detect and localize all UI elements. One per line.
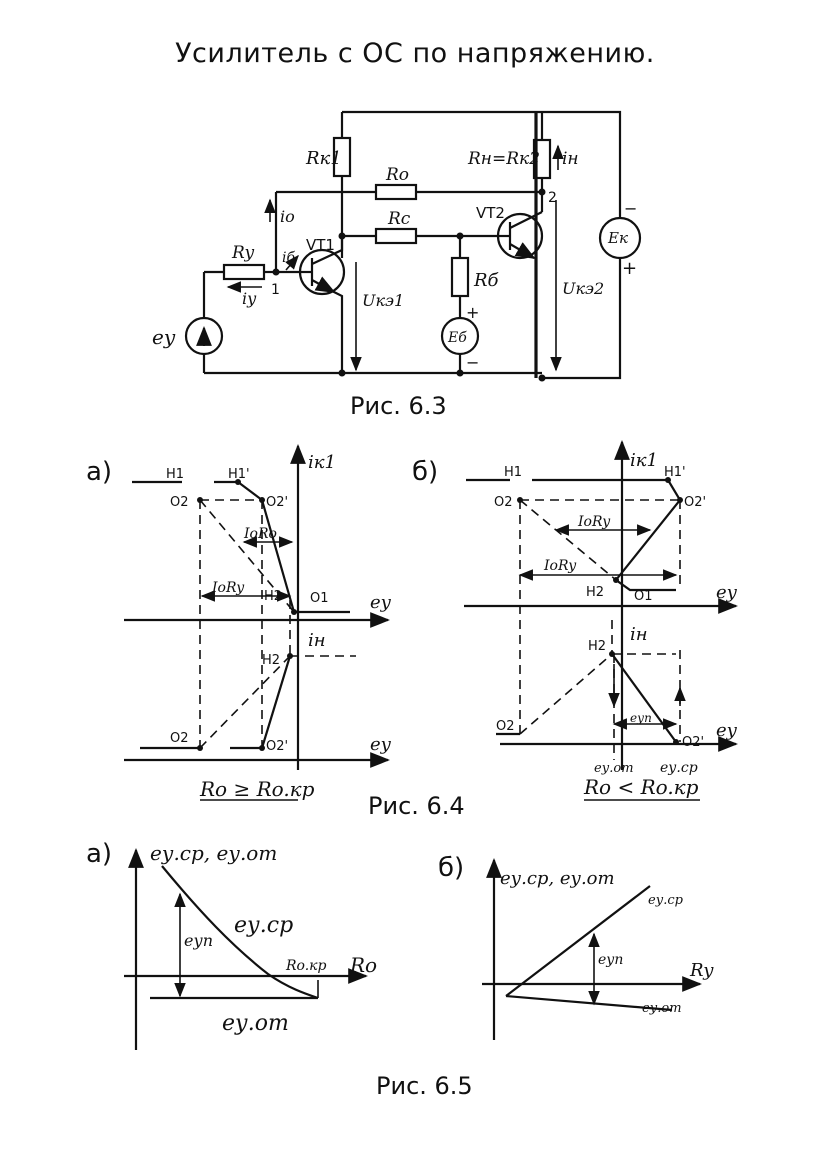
fig64a-o2: O2 [170, 495, 189, 510]
fig64a-h1: H1 [166, 467, 184, 482]
fig64b-o2: O2 [494, 495, 513, 510]
fig64b-o2bp: O2' [682, 735, 704, 750]
label-node2: 2 [548, 190, 557, 206]
fig65a-graph: а) eу.ср, eу.от Ro Ro.кр eуп eу.ср eу.от [86, 839, 377, 1050]
label-vt2: VT2 [476, 204, 505, 222]
fig64b-condition: Ro < Ro.кр [583, 775, 699, 799]
fig64b-iory2: IoRy [543, 558, 577, 574]
fig64b-o2b: O2 [496, 719, 515, 734]
label-uk2: Uкэ2 [562, 279, 604, 298]
fig65b-label: б) [438, 853, 464, 883]
fig65b-eyp: eуп [598, 952, 623, 968]
fig64b-axis-ik1: iк1 [630, 450, 658, 471]
fig64b-iory: IoRy [577, 514, 611, 530]
fig64b-eyot: eу.от [594, 761, 634, 776]
label-eb: Eб [447, 330, 467, 346]
fig64a-h1p: H1' [228, 467, 250, 482]
fig64b-h2: H2 [586, 585, 604, 600]
fig64a-h2: H2 [264, 589, 282, 604]
fig64b-axis-ey: ey [716, 582, 738, 603]
label-ek-plus: + [622, 258, 637, 279]
fig64a-o2b: O2 [170, 731, 189, 746]
caption-fig63: Рис. 6.3 [350, 392, 447, 420]
fig65a-eyot: eу.от [222, 1011, 289, 1036]
fig65b-xaxis: Ry [689, 960, 714, 981]
fig65b-yaxis: eу.ср, eу.от [500, 868, 615, 889]
fig64b-h2b: H2 [588, 639, 606, 654]
caption-fig64: Рис. 6.4 [368, 792, 465, 820]
fig64b-eysr: eу.ср [660, 760, 698, 776]
fig64b-label: б) [412, 457, 438, 487]
fig65a-eysr: eу.ср [234, 913, 293, 938]
label-rc: Rc [387, 209, 411, 229]
circuit-diagram: Rк1 Ro Rc Ry Rб Rн=Rк2 iн 2 1 VT1 VT2 io… [152, 110, 642, 382]
fig64a-axis-in: iн [308, 630, 326, 651]
label-eb-plus: + [466, 303, 479, 322]
fig65a-label: а) [86, 839, 112, 869]
fig64a-graph: а) iк1 iн ey ey H1 H1' O2 O2' H2 O1 H2 O… [86, 444, 392, 801]
fig64a-axis-ey2: ey [370, 734, 392, 755]
label-rk1: Rк1 [305, 148, 342, 169]
label-ek-minus: − [624, 199, 637, 218]
label-vt1: VT1 [306, 236, 335, 254]
fig64b-axis-ey2: ey [716, 720, 738, 741]
label-iy: iy [242, 289, 257, 308]
fig64b-graph: б) iк1 iн ey ey H1 H1' O2 O2' H2 O1 H2 O… [412, 440, 738, 801]
label-io: io [280, 207, 295, 226]
caption-fig65: Рис. 6.5 [376, 1072, 473, 1100]
fig65a-xaxis: Ro [349, 953, 377, 977]
label-ro: Ro [385, 165, 409, 185]
fig64b-axis-in: iн [630, 624, 648, 645]
fig64b-h1: H1 [504, 465, 522, 480]
fig64a-o2p: O2' [266, 495, 288, 510]
label-ey: ey [152, 325, 176, 349]
fig64a-h2b: H2 [262, 653, 280, 668]
label-rb: Rб [473, 270, 500, 291]
source-ek [598, 216, 642, 260]
fig65b-eysr: eу.ср [648, 893, 684, 908]
fig64b-o2p: O2' [684, 495, 706, 510]
label-ek: Eк [607, 229, 628, 247]
fig64a-o1: O1 [310, 591, 329, 606]
page-title: Усилитель с ОС по напряжению. [175, 38, 655, 69]
fig65b-graph: б) eу.ср, eу.от Ry eу.ср eуп eу.от [438, 853, 714, 1040]
resistor-rc [374, 227, 418, 245]
label-ry: Ry [231, 243, 255, 263]
fig64b-eyp: eуп [630, 711, 652, 725]
fig64a-condition: Ro ≥ Ro.кр [199, 777, 315, 801]
label-in: iн [562, 149, 579, 169]
fig64a-ioro: IoRo [243, 526, 277, 542]
fig65a-ro-kr: Ro.кр [285, 958, 327, 974]
label-rn: Rн=Rк2 [467, 149, 540, 169]
fig64a-iory: IoRy [211, 580, 245, 596]
fig64a-axis-ey: ey [370, 592, 392, 613]
fig64a-label: а) [86, 457, 112, 487]
resistor-ry [222, 263, 266, 281]
fig65a-yaxis: eу.ср, eу.от [150, 841, 277, 865]
fig64b-o1: O1 [634, 589, 653, 604]
resistor-ro [374, 183, 418, 201]
fig64b-h1p: H1' [664, 465, 686, 480]
resistor-rb [450, 256, 470, 298]
fig64a-o2bp: O2' [266, 739, 288, 754]
label-ib: iб [282, 250, 295, 266]
fig64a-axis-ik1: iк1 [308, 452, 336, 473]
fig65b-eyot: eу.от [642, 1001, 682, 1016]
label-uk1: Uкэ1 [362, 291, 404, 310]
label-node1: 1 [271, 282, 280, 298]
label-eb-minus: − [466, 353, 479, 372]
fig65a-eyp: eуп [184, 931, 213, 950]
